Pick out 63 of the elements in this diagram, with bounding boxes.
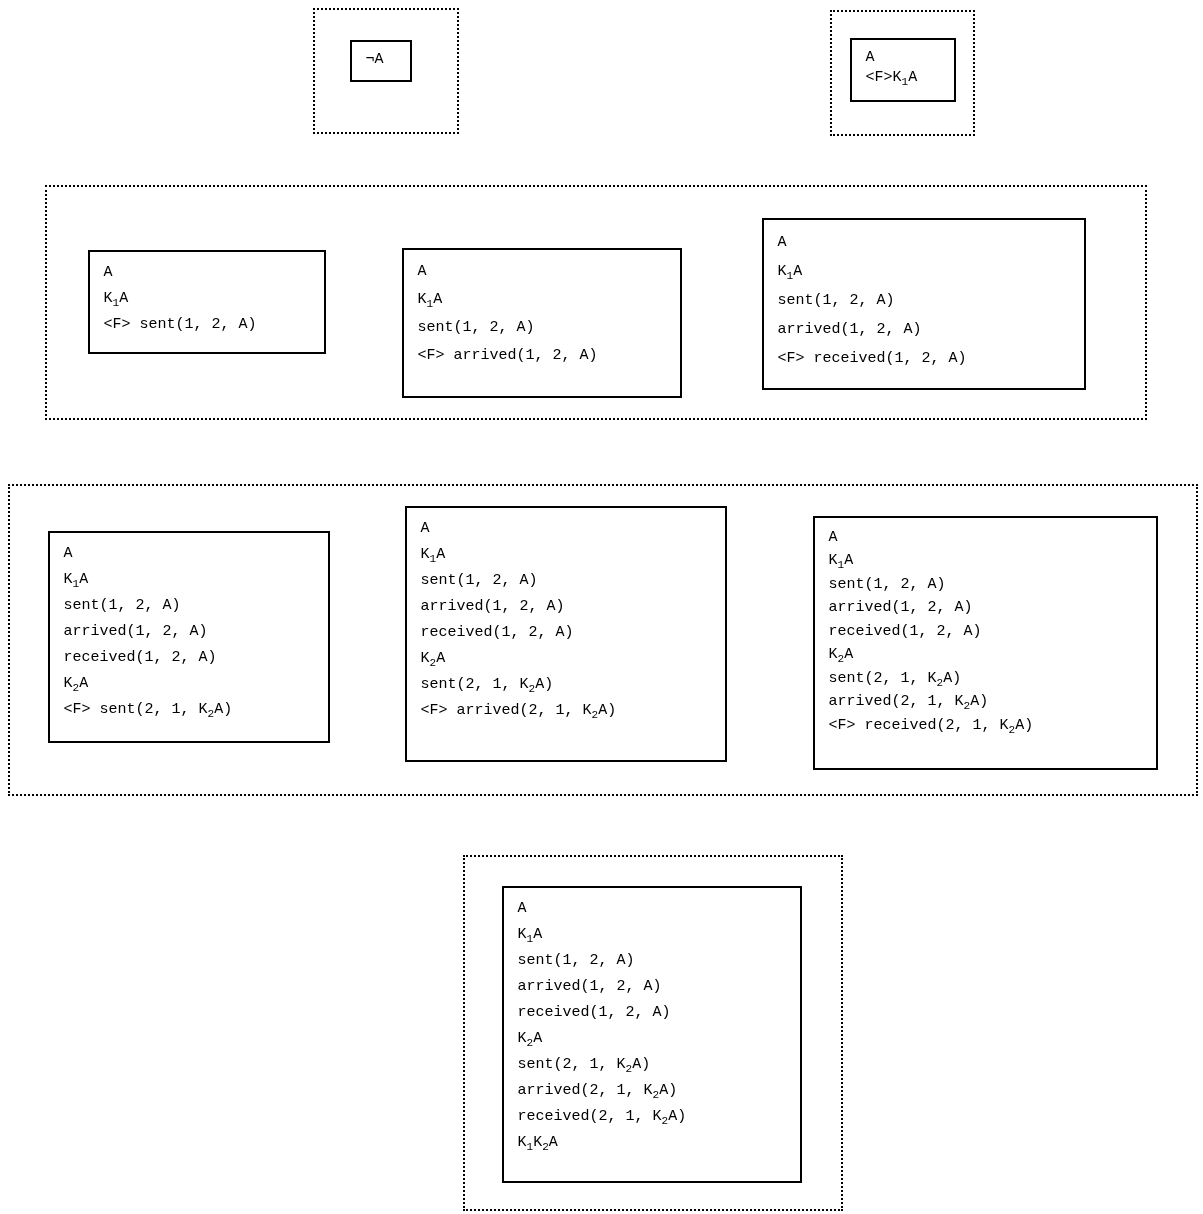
formula-text: <F> arrived(1, 2, A) bbox=[417, 345, 598, 366]
formula-text: K$_{1}$A bbox=[103, 288, 129, 311]
formula-box bbox=[349, 39, 412, 82]
formula-text: K$_{1}$A bbox=[517, 924, 543, 947]
formula-text: received(1, 2, A) bbox=[420, 622, 574, 643]
formula-text: sent(2, 1, K$_{2}$A) bbox=[420, 674, 554, 697]
formula-box bbox=[761, 217, 1086, 390]
formula-text: K$_{1}$A bbox=[420, 544, 446, 567]
formula-box bbox=[812, 515, 1158, 770]
formula-box bbox=[401, 247, 682, 398]
dotted-group-frame bbox=[463, 855, 843, 1211]
dotted-group-frame bbox=[45, 185, 1147, 420]
formula-text: received(1, 2, A) bbox=[828, 621, 982, 642]
formula-text: A bbox=[828, 527, 838, 548]
formula-text: received(2, 1, K$_{2}$A) bbox=[517, 1106, 687, 1129]
formula-text: arrived(2, 1, K$_{2}$A) bbox=[828, 692, 989, 714]
formula-text: A bbox=[417, 261, 427, 282]
formula-text: A bbox=[517, 898, 527, 919]
formula-box bbox=[501, 885, 802, 1183]
formula-box bbox=[87, 249, 326, 354]
formula-text: <F> arrived(2, 1, K$_{2}$A) bbox=[420, 700, 617, 723]
formula-text: K$_{1}$A bbox=[777, 261, 803, 284]
formula-text: sent(1, 2, A) bbox=[63, 595, 181, 616]
formula-text: arrived(1, 2, A) bbox=[420, 596, 565, 617]
formula-text: sent(1, 2, A) bbox=[420, 570, 538, 591]
formula-text: A bbox=[865, 47, 875, 68]
dotted-group-frame bbox=[8, 484, 1198, 796]
formula-text: arrived(1, 2, A) bbox=[828, 598, 973, 618]
formula-text: K$_{2}$A bbox=[420, 648, 446, 671]
formula-text: sent(1, 2, A) bbox=[517, 950, 635, 971]
formula-text: A bbox=[103, 262, 113, 283]
formula-text: arrived(2, 1, K$_{2}$A) bbox=[517, 1080, 678, 1103]
formula-text: sent(2, 1, K$_{2}$A) bbox=[517, 1054, 651, 1077]
formula-text: received(1, 2, A) bbox=[63, 647, 217, 668]
formula-text: K$_{1}$K$_{2}$A bbox=[517, 1132, 558, 1155]
formula-text: K$_{2}$A bbox=[517, 1028, 543, 1051]
formula-box bbox=[47, 530, 330, 743]
formula-text: sent(1, 2, A) bbox=[828, 574, 946, 595]
formula-text: K$_{2}$A bbox=[828, 645, 854, 667]
formula-text: arrived(1, 2, A) bbox=[517, 976, 662, 997]
formula-text: <F> sent(2, 1, K$_{2}$A) bbox=[63, 699, 233, 722]
formula-text: K$_{1}$A bbox=[63, 569, 89, 592]
formula-box bbox=[849, 37, 956, 102]
formula-text: sent(1, 2, A) bbox=[417, 317, 535, 338]
formula-text: ¬A bbox=[365, 49, 384, 70]
formula-text: sent(1, 2, A) bbox=[777, 290, 895, 311]
formula-text: K$_{2}$A bbox=[63, 673, 89, 696]
dotted-group-frame bbox=[830, 10, 975, 136]
formula-text: received(1, 2, A) bbox=[517, 1002, 671, 1023]
formula-text: sent(2, 1, K$_{2}$A) bbox=[828, 668, 962, 690]
formula-text: <F>K$_{1}$A bbox=[865, 67, 918, 88]
formula-text: A bbox=[420, 518, 430, 539]
formula-text: arrived(1, 2, A) bbox=[777, 319, 922, 340]
dotted-group-frame bbox=[313, 8, 459, 134]
formula-text: A bbox=[777, 232, 787, 253]
formula-text: K$_{1}$A bbox=[828, 551, 854, 573]
formula-box bbox=[404, 505, 727, 762]
formula-text: arrived(1, 2, A) bbox=[63, 621, 208, 642]
formula-text: <F> received(1, 2, A) bbox=[777, 348, 967, 369]
formula-text: K$_{1}$A bbox=[417, 289, 443, 312]
formula-text: <F> received(2, 1, K$_{2}$A) bbox=[828, 715, 1034, 737]
formula-text: <F> sent(1, 2, A) bbox=[103, 314, 257, 335]
formula-text: A bbox=[63, 543, 73, 564]
